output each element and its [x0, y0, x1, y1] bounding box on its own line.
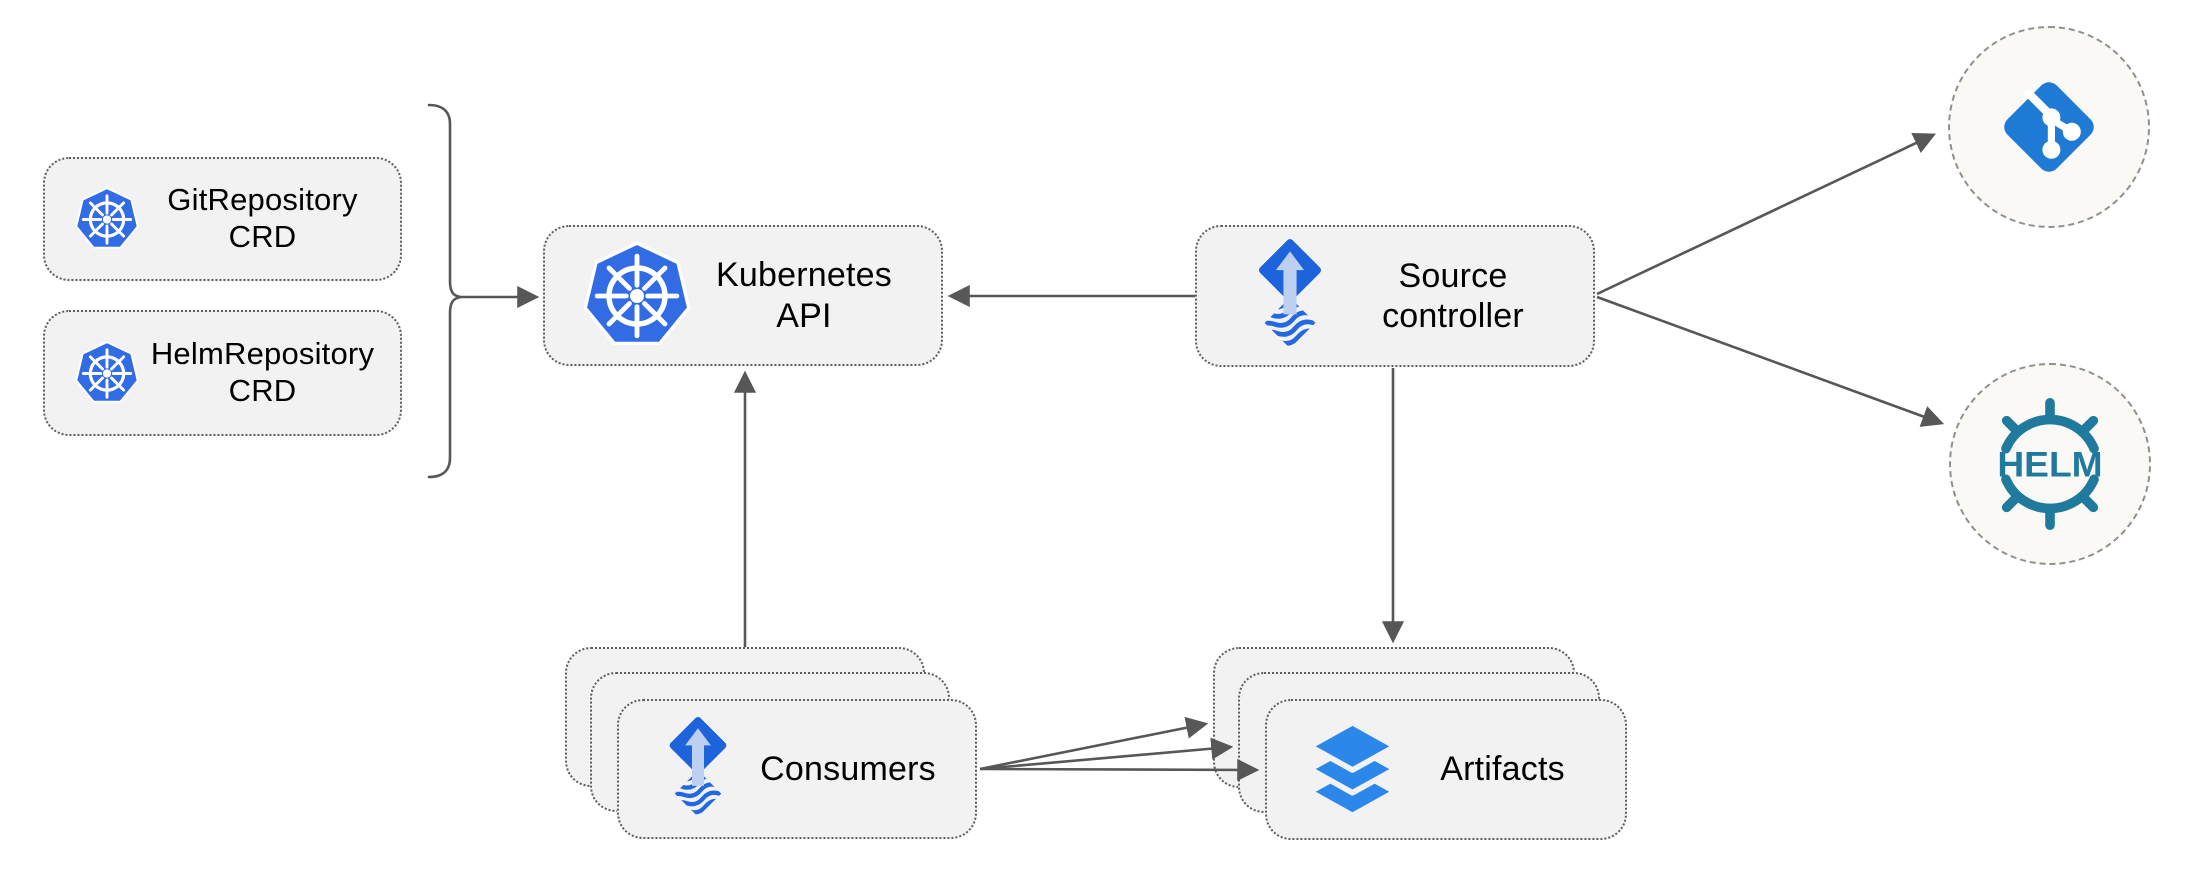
flux-icon — [1197, 239, 1337, 354]
edge-source-controller-to-git-remote — [1596, 133, 1936, 296]
node-label: Consumers — [760, 749, 936, 788]
helm-logo-text: HELM — [1997, 444, 2102, 484]
node-label: HelmRepository CRD — [139, 336, 400, 409]
node-helmrepository-crd: HelmRepository CRD — [43, 310, 402, 436]
node-label-line1: Source — [1398, 256, 1508, 295]
helm-icon: HELM — [1983, 395, 2117, 533]
node-label-line2: controller — [1382, 297, 1524, 335]
node-consumers: Consumers — [617, 699, 977, 839]
flux-icon — [619, 717, 741, 822]
node-git-remote — [1948, 26, 2150, 228]
kubernetes-icon — [545, 240, 691, 352]
node-label-line2: CRD — [228, 219, 297, 254]
node-label: Artifacts — [1440, 750, 1565, 789]
node-source-controller: Source controller — [1195, 225, 1595, 367]
edge-consumers-to-artifacts-1 — [979, 716, 1209, 771]
edge-source-controller-to-helm-remote — [1596, 295, 1945, 427]
kubernetes-icon — [45, 186, 139, 253]
git-icon — [1989, 67, 2109, 187]
node-helm-remote: HELM — [1949, 363, 2151, 565]
edge-crd-group-bracket — [427, 103, 462, 479]
node-artifacts: Artifacts — [1265, 699, 1627, 840]
node-label-line1: GitRepository — [167, 182, 358, 218]
node-label-line1: HelmRepository — [150, 336, 375, 372]
node-label: GitRepository CRD — [139, 182, 400, 255]
edge-consumers-to-artifacts-2 — [979, 737, 1234, 771]
node-label: Source controller — [1337, 256, 1593, 336]
node-gitrepository-crd: GitRepository CRD — [43, 157, 402, 281]
node-label-line2: CRD — [228, 373, 297, 408]
layers-icon — [1267, 717, 1400, 823]
node-kubernetes-api: Kubernetes API — [543, 225, 943, 366]
node-label: Kubernetes API — [716, 256, 892, 335]
kubernetes-icon — [45, 340, 139, 407]
